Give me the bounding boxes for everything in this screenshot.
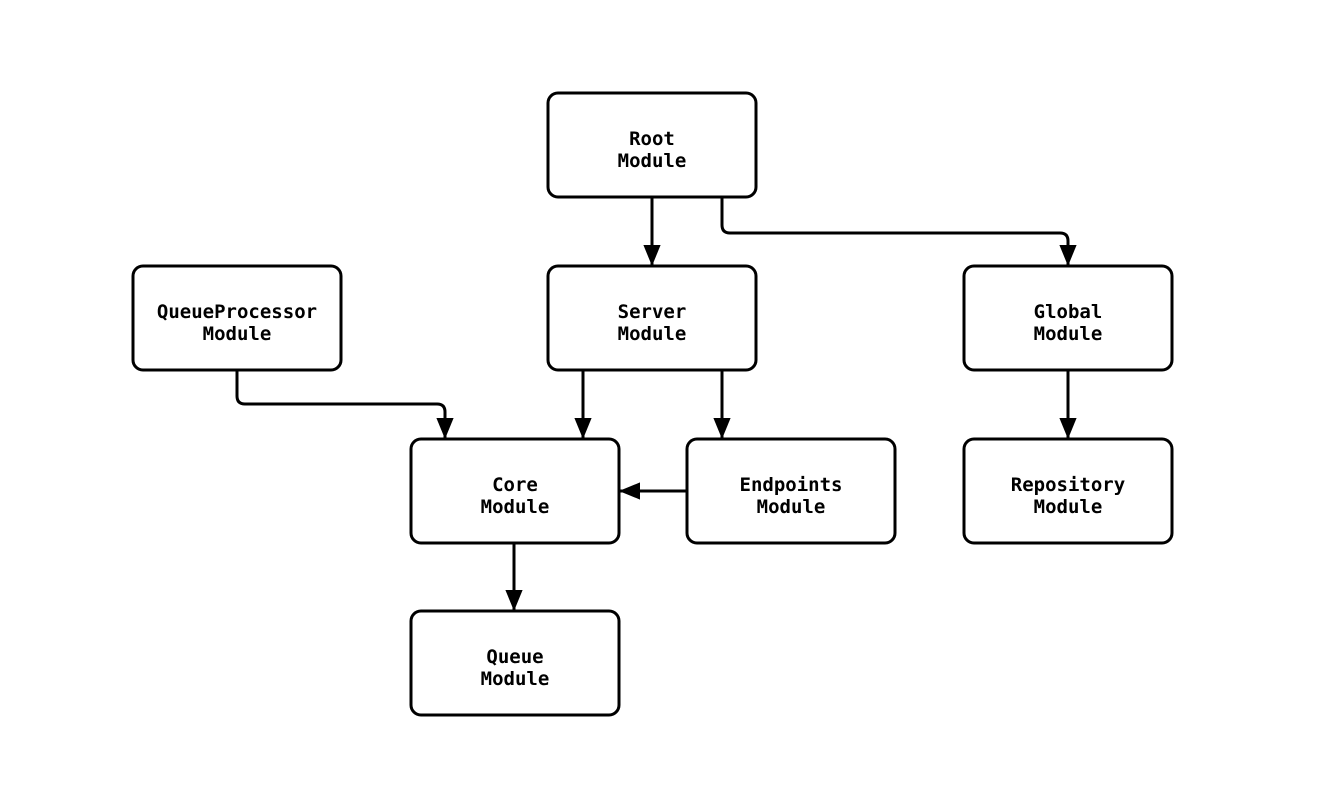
node-label-line: Module xyxy=(1034,496,1103,518)
node-label-line: Module xyxy=(203,323,272,345)
node-label-line: Queue xyxy=(486,646,543,668)
node-global-module-box xyxy=(962,264,1174,372)
node-repository-module-box xyxy=(962,437,1174,545)
node-label-line: Root xyxy=(629,128,675,150)
node-label-line: Global xyxy=(1034,301,1103,323)
edge-queueprocessor-module-to-core-module xyxy=(235,370,454,439)
node-root-module-box xyxy=(546,91,758,199)
node-label-line: Endpoints xyxy=(740,474,843,496)
node-label-line: Repository xyxy=(1011,474,1125,496)
node-label-line: Module xyxy=(481,496,550,518)
node-label-line: Server xyxy=(618,301,687,323)
node-label-line: Module xyxy=(618,150,687,172)
node-server-module-box xyxy=(546,264,758,372)
node-label-line: Module xyxy=(757,496,826,518)
node-label-line: Core xyxy=(492,474,538,496)
node-queue-module-box xyxy=(409,609,621,717)
node-label-line: Module xyxy=(481,668,550,690)
node-endpoints-module-box xyxy=(685,437,897,545)
node-label-line: Module xyxy=(1034,323,1103,345)
node-queueprocessor-module-box xyxy=(131,264,343,372)
edge-root-module-to-global-module xyxy=(720,197,1077,266)
node-core-module-box xyxy=(409,437,621,545)
node-label-line: Module xyxy=(618,323,687,345)
edge-layer xyxy=(235,197,1077,611)
node-label-line: QueueProcessor xyxy=(157,301,317,323)
